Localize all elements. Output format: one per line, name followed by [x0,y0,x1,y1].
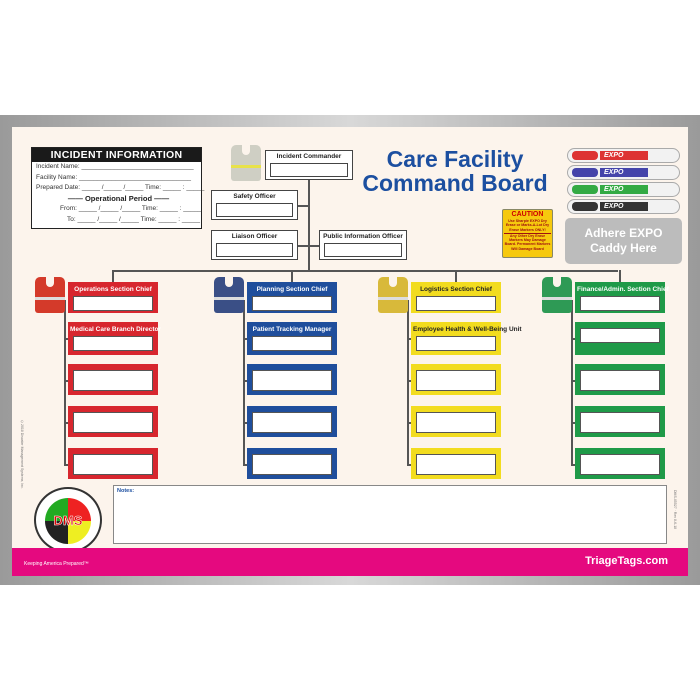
section-chief-field[interactable] [580,296,660,311]
unit-field[interactable] [252,336,332,351]
notes-area[interactable]: Notes: [113,485,667,544]
unit-field[interactable] [580,454,660,475]
unit-box [575,406,665,437]
liaison-officer-label: Liaison Officer [231,233,278,240]
marker-brand: EXPO [600,151,648,160]
unit-box [575,322,665,355]
unit-field[interactable] [416,454,496,475]
operational-period-label: —— Operational Period —— [67,193,170,203]
vest-icon [214,277,244,313]
incident-info-header: INCIDENT INFORMATION [32,148,201,162]
board-title: Care Facility Command Board [360,147,550,195]
caution-title: CAUTION [511,211,544,218]
copyright-text: ©2018 Disaster Management Systems, Inc. [20,420,24,489]
marker-brand: EXPO [600,185,648,194]
unit-field[interactable] [580,412,660,433]
blue-marker: EXPO [567,165,680,180]
unit-label: Employee Health & Well-Being Unit [413,326,522,333]
unit-box [575,448,665,479]
title-line-2: Command Board [362,170,548,196]
caution-text-2: Any Other Dry Erase Markers May Damage B… [504,232,551,251]
incident-commander-label: Incident Commander [276,153,342,160]
unit-box: Medical Care Branch Director [68,322,162,355]
section-chief-field[interactable] [416,296,496,311]
unit-field[interactable] [580,370,660,391]
logo-text: DMS [53,513,83,529]
dms-logo: DMS [34,487,102,553]
caution-text-1: Use Sharpie EXPO Dry Erase or Marks-A-Lo… [505,219,550,232]
unit-box [68,406,158,437]
section-chief-label: Operations Section Chief [74,286,152,293]
unit-box [411,406,501,437]
unit-field[interactable] [252,454,332,475]
notes-label: Notes: [117,488,135,494]
unit-box [247,448,337,479]
unit-box: Employee Health & Well-Being Unit [411,322,522,355]
unit-box [411,364,501,395]
prepared-date-field[interactable]: Prepared Date: _____ /_____ /_____ Time:… [36,184,205,191]
pio-label: Public Information Officer [323,233,403,240]
incident-name-field[interactable]: Incident Name: _________________________… [36,163,194,170]
unit-box [247,406,337,437]
unit-box [247,364,337,395]
section-chief-label: Finance/Admin. Section Chief [577,286,669,293]
section-chief-field[interactable] [73,296,153,311]
unit-field[interactable] [416,370,496,391]
marker-brand: EXPO [600,168,648,177]
unit-box: Patient Tracking Manager [247,322,337,355]
section-chief-field[interactable] [252,296,332,311]
section-chief-box: Planning Section Chief [247,282,337,313]
section-chief-box: Finance/Admin. Section Chief [575,282,669,313]
unit-box [68,364,158,395]
safety-officer-box: Safety Officer [211,190,298,220]
marker-brand: EXPO [600,202,648,211]
vest-icon [35,277,65,313]
unit-field[interactable] [416,336,496,351]
caddy-placeholder: Adhere EXPO Caddy Here [565,218,682,264]
pio-field[interactable] [324,243,402,257]
section-chief-box: Logistics Section Chief [411,282,501,313]
incident-commander-field[interactable] [270,163,348,177]
facility-name-field[interactable]: Facility Name: _________________________… [36,173,192,181]
vest-icon-commander [231,145,261,181]
section-chief-label: Logistics Section Chief [420,286,492,293]
liaison-officer-box: Liaison Officer [211,230,298,260]
unit-field[interactable] [416,412,496,433]
website-link[interactable]: TriageTags.com [585,555,668,567]
liaison-officer-field[interactable] [216,243,293,257]
incident-commander-box: Incident Commander [265,150,353,180]
safety-officer-label: Safety Officer [233,193,276,200]
title-line-1: Care Facility [386,146,524,172]
unit-box [575,364,665,395]
unit-field[interactable] [252,370,332,391]
tagline: Keeping America Prepared™ [24,561,89,567]
red-marker: EXPO [567,148,680,163]
unit-box [411,448,501,479]
unit-label: Patient Tracking Manager [252,326,332,333]
unit-field[interactable] [73,336,153,351]
unit-field[interactable] [580,328,660,343]
unit-field[interactable] [73,454,153,475]
section-chief-box: Operations Section Chief [68,282,158,313]
green-marker: EXPO [567,182,680,197]
vest-icon [378,277,408,313]
to-field[interactable]: To: _____ /_____ /_____ Time: _____ : __… [67,215,200,223]
unit-label: Medical Care Branch Director [70,326,162,333]
incident-information-panel: INCIDENT INFORMATION Incident Name: ____… [31,147,205,229]
expo-caddy: EXPO EXPO EXPO EXPO Adhere EXPO Caddy He… [565,146,682,264]
revision-text: DMS-05527 · Rev 8-6-18 [673,490,677,530]
safety-officer-field[interactable] [216,203,293,217]
unit-field[interactable] [252,412,332,433]
unit-box [68,448,158,479]
from-field[interactable]: From: _____ /_____ /_____ Time: _____ : … [60,205,202,212]
public-information-officer-box: Public Information Officer [319,230,407,260]
footer-bar: Keeping America Prepared™ TriageTags.com [12,548,688,576]
section-chief-label: Planning Section Chief [256,286,328,293]
vest-icon [542,277,572,313]
unit-field[interactable] [73,370,153,391]
black-marker: EXPO [567,199,680,214]
caution-label: CAUTION Use Sharpie EXPO Dry Erase or Ma… [502,209,553,258]
unit-field[interactable] [73,412,153,433]
